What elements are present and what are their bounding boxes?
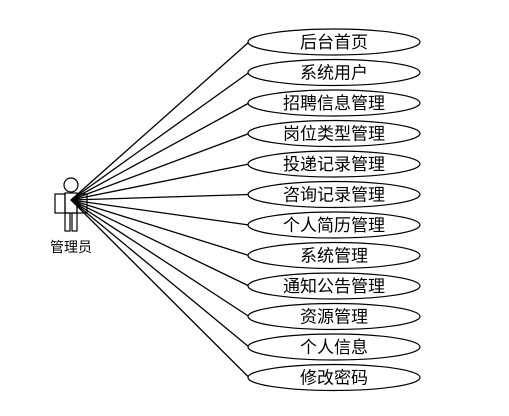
use-case-label: 个人信息 [300,338,368,358]
association-line [70,102,250,201]
use-case: 后台首页 [247,28,421,56]
use-case-ellipse [247,150,421,178]
association-line [70,71,250,201]
association-line [70,199,250,226]
use-case-ellipse [247,241,421,270]
use-case-label: 招聘信息管理 [283,94,385,114]
use-case-label: 资源管理 [300,308,368,328]
association-line [70,199,250,378]
association-line [70,132,250,201]
association-line [70,199,250,348]
use-case: 系统管理 [247,241,421,270]
use-case-ellipse [247,211,421,239]
use-case-ellipse [247,119,421,148]
use-case-label: 后台首页 [300,33,368,53]
use-case: 投递记录管理 [247,150,421,178]
use-case: 资源管理 [247,302,421,331]
use-case-label: 系统用户 [300,64,368,84]
use-case-ellipse [247,89,421,117]
use-case-ellipse [247,28,421,56]
person-icon [54,177,88,232]
use-case-label: 通知公告管理 [283,277,385,297]
actor-label: 管理员 [50,240,92,256]
use-case: 招聘信息管理 [247,89,421,117]
use-case: 个人信息 [247,333,421,361]
actor-administrator: 管理员 [50,177,92,256]
use-case: 咨询记录管理 [247,180,421,209]
association-line [70,163,250,201]
association-line [70,41,250,201]
use-case: 系统用户 [247,58,421,87]
use-case-label: 修改密码 [300,369,368,389]
use-case-label: 岗位类型管理 [283,125,385,145]
use-case: 岗位类型管理 [247,119,421,148]
use-case-ellipse [247,363,421,392]
association-line [70,199,250,318]
use-cases: 后台首页系统用户招聘信息管理岗位类型管理投递记录管理咨询记录管理个人简历管理系统… [247,28,421,392]
use-case-label: 投递记录管理 [283,155,385,175]
use-case-ellipse [247,333,421,361]
association-line [70,199,250,287]
use-case: 个人简历管理 [247,211,421,239]
association-lines [70,41,250,378]
use-case-label: 咨询记录管理 [283,186,385,206]
use-case: 修改密码 [247,363,421,392]
use-case: 通知公告管理 [247,272,421,300]
use-case-label: 个人简历管理 [283,216,385,236]
association-line [70,193,250,201]
use-case-ellipse [247,58,421,87]
association-line [70,199,250,257]
use-case-ellipse [247,180,421,209]
use-case-ellipse [247,272,421,300]
use-case-ellipse [247,302,421,331]
use-case-label: 系统管理 [300,247,368,267]
